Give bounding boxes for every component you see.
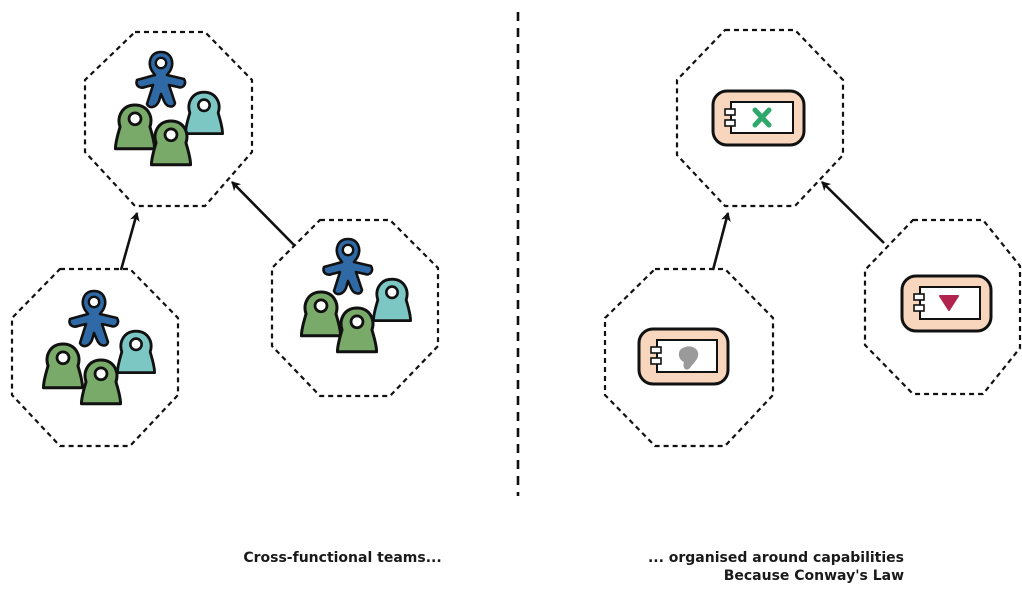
person-green-icon [79, 358, 123, 406]
dependency-arrow [711, 212, 731, 271]
service-top [675, 28, 845, 208]
component-blob-icon [637, 327, 730, 386]
dependency-arrow [231, 181, 295, 246]
service-right [863, 218, 1022, 396]
team-boundary [83, 30, 254, 208]
person-green-icon [149, 119, 193, 167]
person-teal-icon [372, 277, 412, 323]
person-green-icon [41, 342, 85, 390]
person-green-icon [335, 306, 379, 354]
caption-capabilities-line1: ... organised around capabilities [647, 550, 904, 566]
team-top [83, 30, 254, 208]
component-x-icon [711, 89, 806, 147]
dependency-arrow [821, 181, 885, 244]
team-right [270, 218, 440, 398]
person-teal-icon [184, 90, 224, 136]
caption-conways-law: Because Conway's Law [723, 568, 904, 584]
caption-teams: Cross-functional teams... [243, 550, 442, 566]
person-green-icon [299, 290, 343, 338]
team-bottom-left [10, 267, 180, 448]
service-bottom-left [603, 267, 775, 448]
person-teal-icon [116, 329, 156, 375]
component-heart-icon [900, 274, 993, 333]
caption-capabilities: ... organised around capabilities Becaus… [648, 549, 904, 585]
dependency-arrow [119, 212, 140, 271]
team-boundary [10, 267, 180, 448]
person-green-icon [113, 103, 157, 151]
